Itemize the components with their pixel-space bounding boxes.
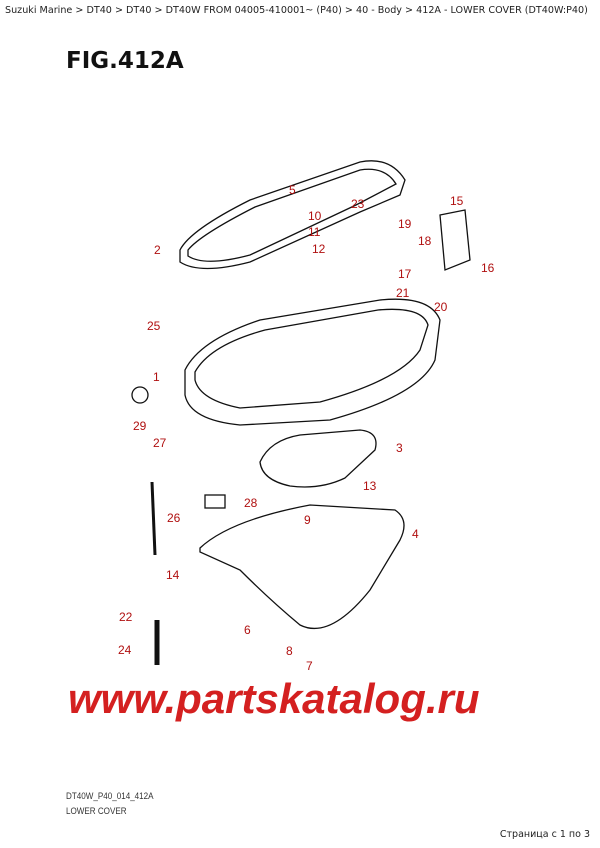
- strap-26: [150, 481, 157, 556]
- breadcrumb[interactable]: Suzuki Marine > DT40 > DT40 > DT40W FROM…: [5, 5, 588, 16]
- callout-labels: 5 23 15 10 19 18 11 12 2 16 17 21 20 25 …: [118, 183, 495, 673]
- seal-29: [131, 386, 149, 404]
- callout[interactable]: 29: [133, 419, 147, 433]
- callout[interactable]: 8: [286, 644, 293, 658]
- callout[interactable]: 7: [306, 659, 313, 673]
- callout[interactable]: 22: [119, 610, 133, 624]
- pager: Страница с 1 по 3: [499, 829, 590, 840]
- gasket-mid: [259, 429, 377, 488]
- callout[interactable]: 5: [289, 183, 296, 197]
- callout[interactable]: 13: [363, 479, 377, 493]
- callout[interactable]: 18: [418, 234, 432, 248]
- callout[interactable]: 21: [396, 286, 410, 300]
- callout[interactable]: 19: [398, 217, 412, 231]
- figure-title: FIG.412A: [66, 48, 184, 74]
- bracket-15: [439, 209, 471, 271]
- lower-cover-upper: [184, 298, 441, 426]
- diagram-code: DT40W_P40_014_412A: [66, 791, 154, 802]
- lower-cover-rim: [194, 308, 429, 409]
- callout[interactable]: 2: [154, 243, 161, 257]
- gasket-top-inner: [187, 168, 397, 262]
- pad-28: [204, 494, 226, 509]
- callout[interactable]: 24: [118, 643, 132, 657]
- callout[interactable]: 23: [351, 197, 365, 211]
- callout[interactable]: 4: [412, 527, 419, 541]
- callout[interactable]: 25: [147, 319, 161, 333]
- callout[interactable]: 10: [308, 209, 322, 223]
- callout[interactable]: 15: [450, 194, 464, 208]
- callout[interactable]: 20: [434, 300, 448, 314]
- callout[interactable]: 6: [244, 623, 251, 637]
- caption: LOWER COVER: [66, 806, 127, 817]
- callout[interactable]: 3: [396, 441, 403, 455]
- callout[interactable]: 14: [166, 568, 180, 582]
- callout[interactable]: 11: [308, 225, 321, 239]
- callout[interactable]: 1: [153, 370, 160, 384]
- gasket-top: [179, 160, 406, 270]
- callout[interactable]: 16: [481, 261, 495, 275]
- callout[interactable]: 12: [312, 242, 326, 256]
- callout[interactable]: 17: [398, 267, 412, 281]
- watermark: www.partskatalog.ru: [68, 675, 480, 722]
- callout[interactable]: 28: [244, 496, 258, 510]
- lower-cover-bottom: [199, 504, 405, 630]
- callout[interactable]: 27: [153, 436, 167, 450]
- callout[interactable]: 26: [167, 511, 181, 525]
- callout[interactable]: 9: [304, 513, 311, 527]
